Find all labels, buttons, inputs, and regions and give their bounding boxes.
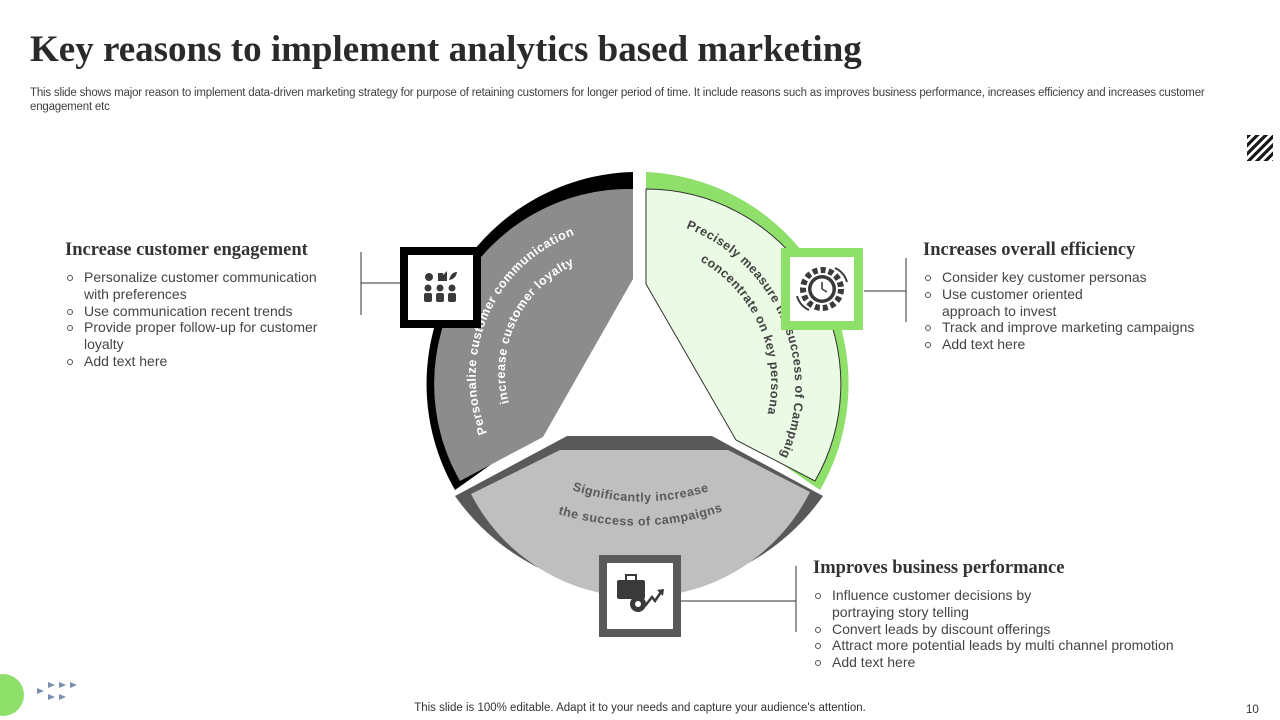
section-engagement: Increase customer engagement Personalize… <box>65 240 335 370</box>
triangle-arrows-icon <box>37 682 77 700</box>
section-performance-list: Influence customer decisions by portrayi… <box>813 587 1193 671</box>
list-item: Use customer oriented approach to invest <box>923 286 1092 320</box>
page-subtitle: This slide shows major reason to impleme… <box>30 87 1205 113</box>
section-efficiency-list: Consider key customer personas Use custo… <box>923 269 1223 353</box>
section-performance-heading: Improves business performance <box>813 558 1065 578</box>
list-item: Use communication recent trends <box>65 303 335 320</box>
list-item: Consider key customer personas <box>923 269 1223 286</box>
list-item: Convert leads by discount offerings <box>813 621 1193 638</box>
hatch-pattern-icon <box>1247 135 1273 161</box>
briefcase-growth-icon <box>599 555 681 637</box>
section-efficiency: Increases overall efficiency Consider ke… <box>923 240 1223 353</box>
list-item: Attract more potential leads by multi ch… <box>813 637 1193 654</box>
segment-right-text-1: Precisely measure the success of Campaig… <box>0 0 806 461</box>
svg-text:Precisely measure the success: Precisely measure the success of Campaig… <box>0 0 806 461</box>
connector-right <box>864 258 907 322</box>
list-item: Add text here <box>923 336 1223 353</box>
footer-note: This slide is 100% editable. Adapt it to… <box>414 702 866 714</box>
list-item: Add text here <box>65 353 335 370</box>
section-performance: Improves business performance Influence … <box>813 558 1193 671</box>
connector-bottom <box>681 566 797 632</box>
connector-left <box>360 252 400 315</box>
segment-bottom <box>455 436 823 598</box>
section-engagement-list: Personalize customer communication with … <box>65 269 335 370</box>
page-number: 10 <box>1246 704 1259 716</box>
list-item: Provide proper follow-up for customer lo… <box>65 319 335 353</box>
section-efficiency-heading: Increases overall efficiency <box>923 240 1136 260</box>
list-item: Influence customer decisions by portrayi… <box>813 587 1042 621</box>
section-engagement-heading: Increase customer engagement <box>65 240 308 260</box>
page-title: Key reasons to implement analytics based… <box>30 29 862 70</box>
list-item: Add text here <box>813 654 1193 671</box>
list-item: Track and improve marketing campaigns <box>923 319 1223 336</box>
clock-gear-efficiency-icon <box>781 248 863 330</box>
team-engagement-icon <box>400 247 481 328</box>
list-item: Personalize customer communication with … <box>65 269 335 303</box>
